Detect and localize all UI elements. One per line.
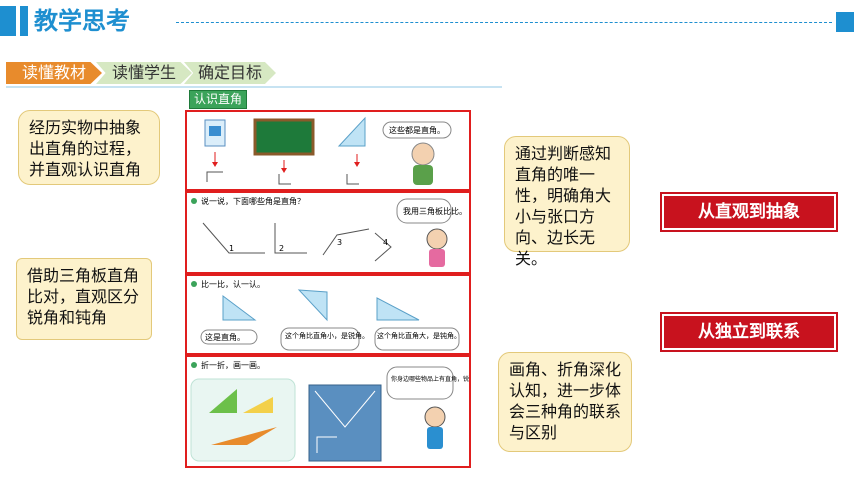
angle-2-label: 2 xyxy=(279,244,284,253)
right-angle-label: 这是直角。 xyxy=(205,332,245,342)
angle-1-label: 1 xyxy=(229,244,234,253)
panel-2-prompt: 说一说，下面哪些角是直角？ xyxy=(201,196,305,206)
panel-1-bubble-text: 这些都是直角。 xyxy=(389,125,445,135)
panel-4-illustration: 折一折，画一画。 你身边哪些物品上有直角，锐角或钝角？ xyxy=(190,360,499,462)
panel-4-bubble-text: 你身边哪些物品上有直角，锐角或钝角？ xyxy=(391,375,469,383)
panel-3-prompt: 比一比，认一认。 xyxy=(201,279,265,289)
badge-independent-to-connected: 从独立到联系 xyxy=(662,314,836,350)
textbook-panel-4: 折一折，画一画。 你身边哪些物品上有直角，锐角或钝角？ xyxy=(185,355,499,468)
angle-4-label: 4 xyxy=(383,238,388,247)
section-label: 认识直角 xyxy=(189,90,247,109)
tab-set-goals[interactable]: 确定目标 xyxy=(184,62,276,84)
panel-3-illustration: 比一比，认一认。 这是直角。 这个角比直角小，是锐角。 这个角比直角大，是钝角。 xyxy=(191,279,461,351)
angle-3-label: 3 xyxy=(337,238,342,247)
header-accent-bar xyxy=(0,6,16,36)
header-corner-square xyxy=(836,12,854,32)
header-divider xyxy=(176,22,832,23)
textbook-panel-1: 这些都是直角。 xyxy=(185,110,471,191)
tab-underline xyxy=(6,86,502,88)
panel-2-illustration: 说一说，下面哪些角是直角？ 1 2 3 4 我用三角板比比。 xyxy=(191,196,467,267)
panel-1-illustration: 这些都是直角。 xyxy=(204,116,452,185)
textbook-panel-3: 比一比，认一认。 这是直角。 这个角比直角小，是锐角。 这个角比直角大，是钝角。 xyxy=(185,274,471,355)
obtuse-angle-label: 这个角比直角大，是钝角。 xyxy=(377,331,461,340)
panel-2-bubble-text: 我用三角板比比。 xyxy=(403,206,467,216)
badge-concrete-to-abstract: 从直观到抽象 xyxy=(662,194,836,230)
callout-triangle-comparison: 借助三角板直角比对，直观区分锐角和钝角 xyxy=(16,258,152,340)
tab-read-students[interactable]: 读懂学生 xyxy=(96,62,192,84)
panel-4-prompt: 折一折，画一画。 xyxy=(201,360,265,370)
tab-read-textbook[interactable]: 读懂教材 xyxy=(6,62,102,84)
acute-angle-label: 这个角比直角小，是锐角。 xyxy=(285,331,369,340)
callout-abstract-right-angle: 经历实物中抽象出直角的过程，并直观认识直角 xyxy=(18,110,160,185)
header-accent-bar-thin xyxy=(20,6,28,36)
textbook-panel-2: 说一说，下面哪些角是直角？ 1 2 3 4 我用三角板比比。 xyxy=(185,191,471,274)
callout-right-angle-uniqueness: 通过判断感知直角的唯一性，明确角大小与张口方向、边长无关。 xyxy=(504,136,630,268)
page-title: 教学思考 xyxy=(34,7,130,35)
callout-draw-fold-angles: 画角、折角深化认知，进一步体会三种角的联系与区别 xyxy=(498,352,632,452)
